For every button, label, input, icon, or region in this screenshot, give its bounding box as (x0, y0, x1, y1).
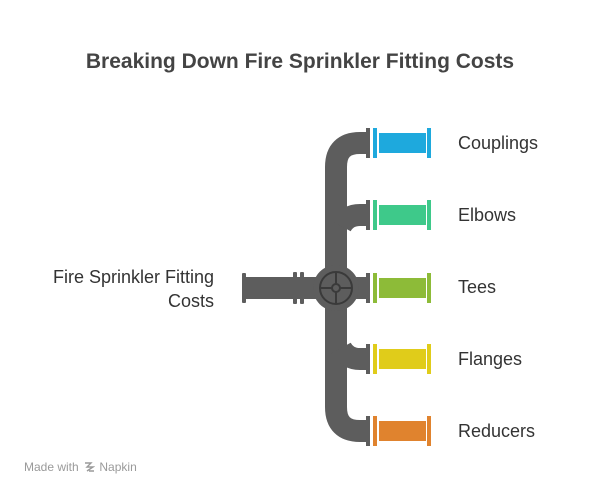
fitting-tees-bar (379, 278, 426, 298)
pipe-elbows-branch (331, 204, 366, 232)
fitting-tees (366, 273, 431, 303)
branch-label-elbows: Elbows (458, 205, 517, 225)
pipe-bottom-branch (325, 288, 366, 442)
branch-label-reducers: Reducers (458, 421, 536, 441)
root-label-line-1: Fire Sprinkler Fitting (52, 267, 214, 287)
root-label: Fire Sprinkler Fitting Costs (14, 265, 214, 313)
diagram-title: Breaking Down Fire Sprinkler Fitting Cos… (85, 50, 515, 73)
root-coupler-2 (300, 272, 304, 304)
fitting-elbows-bar (379, 205, 426, 225)
pipe-network (246, 132, 366, 442)
fitting-couplings (366, 128, 431, 158)
root-coupler-1 (293, 272, 297, 304)
fitting-flanges (366, 344, 431, 374)
fitting-couplings-bar (379, 133, 426, 153)
fitting-reducers (366, 416, 431, 446)
footer-attribution: Made with Napkin (24, 460, 137, 474)
root-label-line-2: Costs (167, 291, 214, 311)
central-valve (313, 265, 359, 311)
fitting-flanges-bar (379, 349, 426, 369)
branch-label-flanges: Flanges (458, 349, 523, 369)
branch-label-couplings: Couplings (458, 133, 539, 153)
napkin-logo-icon (85, 462, 96, 472)
footer-made-with: Made with (24, 460, 79, 474)
pipe-flanges-branch (331, 342, 366, 370)
fitting-elbows (366, 200, 431, 230)
root-end-cap (242, 273, 246, 303)
footer-brand: Napkin (99, 460, 137, 474)
pipe-top-branch (325, 132, 366, 288)
root-fittings (242, 272, 304, 304)
fitting-reducers-bar (379, 421, 426, 441)
branch-label-tees: Tees (458, 277, 497, 297)
